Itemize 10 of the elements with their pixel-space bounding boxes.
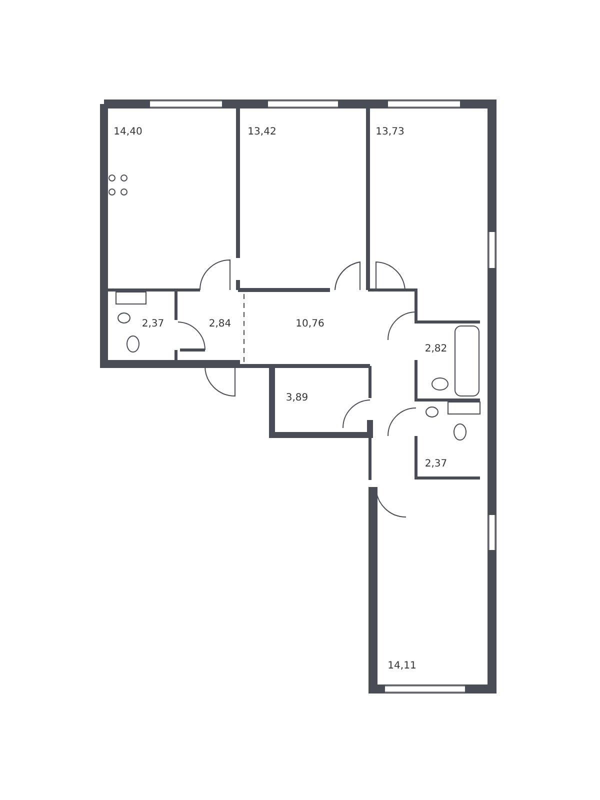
room-area-label: 2,84 xyxy=(208,318,232,330)
room-area-label: 10,76 xyxy=(296,318,324,330)
room-area-label: 13,73 xyxy=(376,126,404,138)
room-area-label: 13,42 xyxy=(248,126,276,138)
room-area-label: 2,82 xyxy=(424,344,448,354)
room-area-label: 2,37 xyxy=(142,318,164,330)
room-area-label: 14,40 xyxy=(114,126,142,138)
room-area-label: 2,37 xyxy=(424,458,448,470)
room-area-label: 3,89 xyxy=(286,392,308,404)
room-area-label: 14,11 xyxy=(388,660,416,672)
